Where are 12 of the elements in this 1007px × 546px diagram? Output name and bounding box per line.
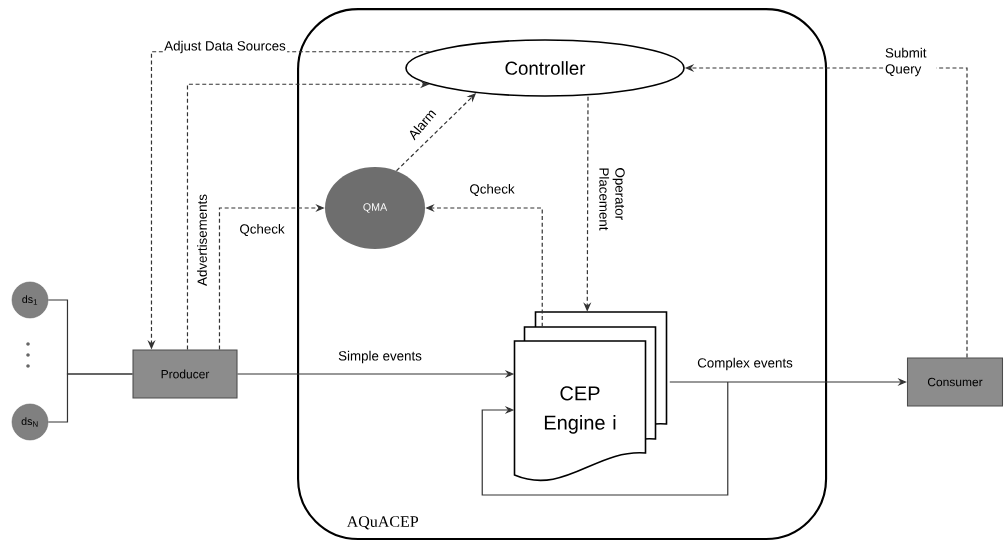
producer-box: Producer (132, 349, 238, 399)
edge-label: Advertisements (195, 192, 209, 288)
edge-label: Qcheck (238, 222, 286, 238)
edge-label: Complex events (695, 356, 795, 372)
arrow (481, 381, 729, 496)
edge-label: Adjust Data Sources (162, 39, 288, 55)
edge-label: Qcheck (468, 182, 516, 198)
consumer-box: Consumer (906, 357, 1004, 407)
edge-label: Simple events (336, 349, 424, 365)
edge-label: Operator Placement (597, 166, 627, 244)
edge-label: Submit Query (883, 46, 937, 78)
cep-engine-document-stack: CEP Engine i (513, 311, 668, 482)
